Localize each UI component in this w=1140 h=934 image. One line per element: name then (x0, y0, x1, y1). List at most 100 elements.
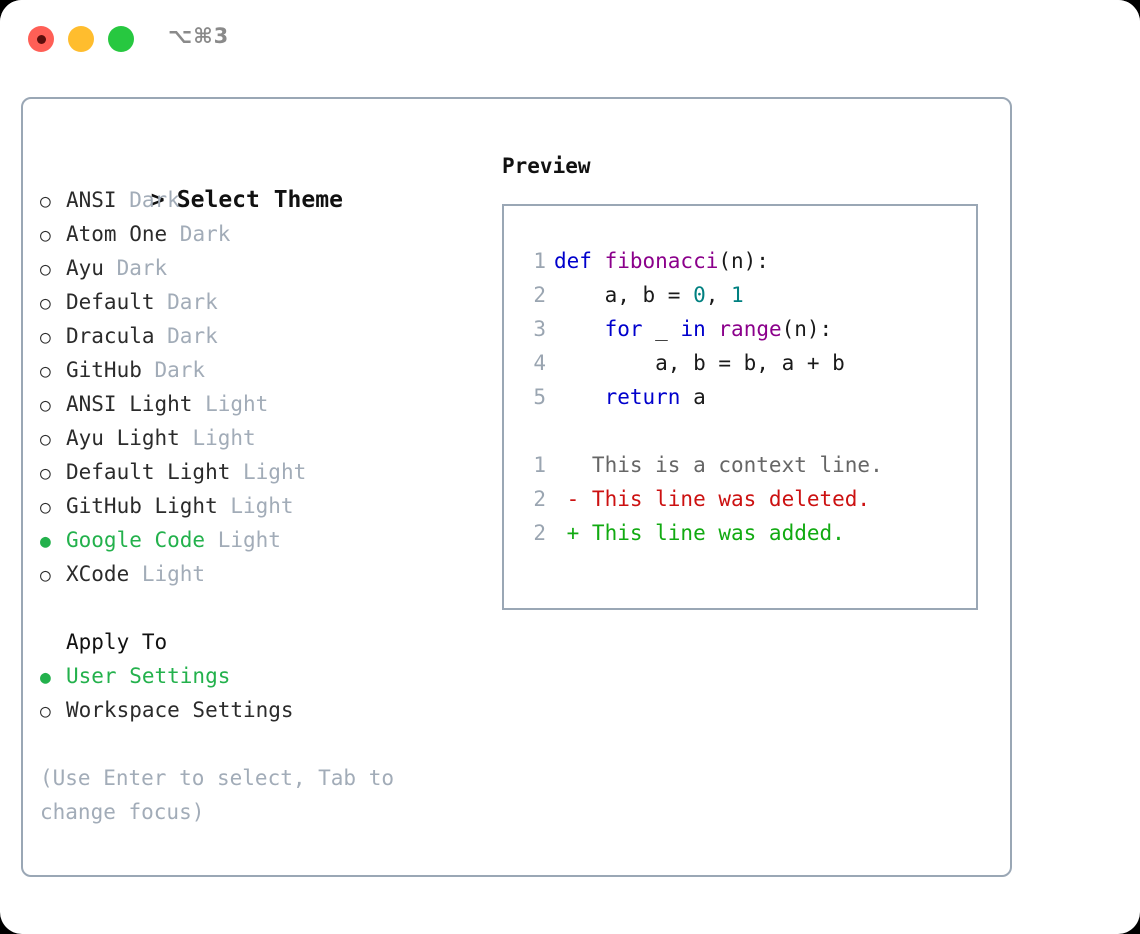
theme-variant-tag: Dark (154, 290, 218, 314)
radio-unselected-icon: ○ (40, 225, 51, 246)
code-line: 5 return a (520, 380, 976, 414)
window-titlebar: ⌥⌘3 (0, 0, 1140, 78)
theme-option-label: GitHub (66, 358, 142, 382)
code-token-plain: (n): (781, 317, 833, 341)
diff-line-add: 2 + This line was added. (520, 516, 976, 550)
keyboard-hint-text: (Use Enter to select, Tab to change focu… (40, 766, 395, 824)
radio-unselected-icon: ○ (40, 361, 51, 382)
theme-variant-tag: Light (129, 562, 206, 586)
radio-unselected-icon: ○ (40, 395, 51, 416)
code-token-plain: , (705, 283, 732, 307)
theme-variant-tag: Dark (141, 358, 206, 382)
code-token-number: 1 (731, 283, 744, 307)
radio-unselected-icon: ○ (40, 565, 51, 586)
theme-option-default[interactable]: ○Default Dark (40, 285, 470, 319)
main-panel: >Select Theme ○ANSI Dark○Atom One Dark○A… (21, 97, 1012, 877)
select-theme-heading: >Select Theme (40, 149, 470, 213)
close-button[interactable] (28, 26, 54, 52)
code-token-keyword: in (680, 317, 706, 341)
code-token-function: fibonacci (604, 249, 719, 273)
theme-option-label: Dracula (66, 324, 155, 348)
diff-line-text: - This line was deleted. (554, 487, 871, 511)
radio-unselected-icon: ○ (40, 701, 51, 722)
minimize-button[interactable] (68, 26, 94, 52)
code-token-plain: a, b = b, a + b (554, 351, 845, 375)
diff-line-text: This is a context line. (554, 453, 883, 477)
theme-option-label: ANSI Light (66, 392, 193, 416)
radio-unselected-icon: ○ (40, 259, 51, 280)
zoom-button[interactable] (108, 26, 134, 52)
radio-unselected-icon: ○ (40, 429, 51, 450)
theme-option-github-light[interactable]: ○ GitHub Light Light (40, 489, 470, 523)
diff-line-number: 2 (533, 487, 546, 511)
code-token-plain: a (680, 385, 706, 409)
diff-line-number: 1 (533, 453, 546, 477)
code-line-number: 3 (533, 317, 546, 341)
code-line-number: 4 (533, 351, 546, 375)
code-token-keyword: for (604, 317, 643, 341)
radio-unselected-icon: ○ (40, 191, 51, 212)
code-token-plain: a, b = (554, 283, 694, 307)
diff-line-context: 1 This is a context line. (520, 448, 976, 482)
theme-variant-tag: Light (205, 528, 281, 552)
code-token-plain (706, 317, 719, 341)
theme-option-default-light[interactable]: ○ Default Light Light (40, 455, 470, 489)
traffic-light-group (28, 26, 134, 52)
apply-to-option-workspace-settings[interactable]: ○ Workspace Settings (40, 693, 470, 727)
theme-variant-tag: Light (230, 460, 307, 484)
code-token-plain: (n): (718, 249, 769, 273)
theme-option-ansi-light[interactable]: ○ANSI Light Light (40, 387, 470, 421)
theme-option-atom-one[interactable]: ○Atom One Dark (40, 217, 470, 251)
theme-option-xcode[interactable]: ○ XCode Light (40, 557, 470, 591)
diff-line-delete: 2 - This line was deleted. (520, 482, 976, 516)
theme-variant-tag: Dark (154, 324, 218, 348)
theme-variant-tag: Light (217, 494, 294, 518)
apply-to-option-user-settings[interactable]: ●User Settings (40, 659, 470, 693)
theme-option-ayu-light[interactable]: ○Ayu Light Light (40, 421, 470, 455)
section-spacer (40, 591, 470, 625)
theme-option-label: Ayu (66, 256, 104, 280)
diff-sample-block: 1 This is a context line.2 - This line w… (520, 448, 976, 550)
theme-option-label: XCode (66, 562, 130, 586)
theme-selector-column: >Select Theme ○ANSI Dark○Atom One Dark○A… (40, 149, 470, 829)
theme-option-list[interactable]: ○ANSI Dark○Atom One Dark○Ayu Dark○Defaul… (40, 183, 470, 591)
code-line-number: 2 (533, 283, 546, 307)
code-line: 2 a, b = 0, 1 (520, 278, 976, 312)
theme-option-label: GitHub Light (66, 494, 218, 518)
theme-option-dracula[interactable]: ○ Dracula Dark (40, 319, 470, 353)
code-token-function: range (718, 317, 782, 341)
theme-option-github[interactable]: ○ GitHub Dark (40, 353, 470, 387)
theme-variant-tag: Dark (103, 256, 168, 280)
radio-unselected-icon: ○ (40, 327, 51, 348)
theme-option-ansi[interactable]: ○ ANSI Dark (40, 183, 470, 217)
apply-to-heading: Apply To (66, 630, 168, 654)
radio-selected-icon: ● (40, 531, 51, 552)
prompt-caret-icon: > (150, 187, 165, 213)
code-token-plain (554, 385, 605, 409)
diff-line-text: + This line was added. (554, 521, 845, 545)
theme-variant-tag: Dark (116, 188, 180, 212)
radio-unselected-icon: ○ (40, 497, 51, 518)
theme-option-label: Ayu Light (66, 426, 180, 450)
theme-variant-tag: Dark (167, 222, 231, 246)
radio-unselected-icon: ○ (40, 293, 51, 314)
preview-heading-label: Preview (502, 154, 591, 178)
theme-option-label: ANSI (66, 188, 117, 212)
code-line: 3 for _ in range(n): (520, 312, 976, 346)
theme-option-ayu[interactable]: ○ Ayu Dark (40, 251, 470, 285)
theme-option-label: Default Light (66, 460, 231, 484)
code-token-number: 0 (693, 283, 706, 307)
radio-unselected-icon: ○ (40, 463, 51, 484)
keyboard-shortcut-label: ⌥⌘3 (168, 24, 230, 48)
apply-to-option-label: Workspace Settings (66, 698, 294, 722)
preview-spacer (520, 414, 976, 448)
code-line: 4 a, b = b, a + b (520, 346, 976, 380)
theme-option-google-code[interactable]: ●Google Code Light (40, 523, 470, 557)
code-line-number: 5 (533, 385, 546, 409)
apply-to-option-list[interactable]: ●User Settings ○ Workspace Settings (40, 659, 470, 727)
